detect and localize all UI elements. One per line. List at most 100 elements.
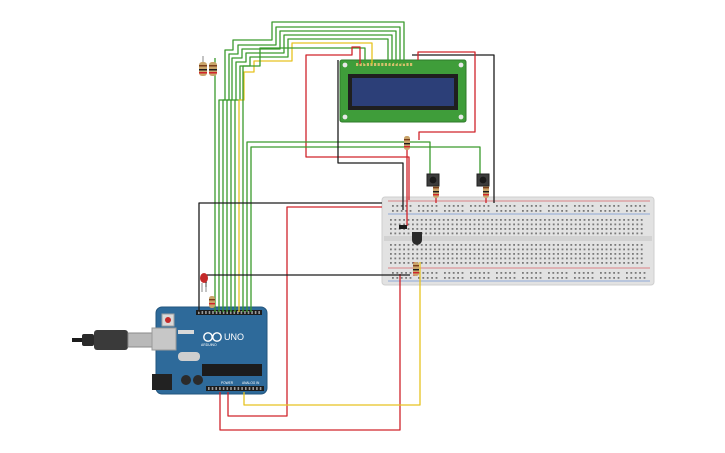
breadboard-hole [530,277,533,279]
resistor-icon[interactable] [199,56,207,76]
breadboard-holes [390,205,646,279]
breadboard-hole [429,244,432,246]
breadboard-hole [416,248,419,251]
wire-green[interactable] [242,47,366,312]
breadboard-hole [605,223,608,226]
breadboard-hole [420,262,423,264]
breadboard-hole [592,262,595,264]
resistor-icon[interactable] [483,184,489,198]
breadboard-hole [486,262,489,264]
breadboard-hole [608,277,611,279]
wire-red[interactable] [417,51,476,140]
wire-black[interactable] [205,274,410,287]
breadboard-hole [504,223,507,226]
breadboard-hole [513,232,515,235]
breadboard-hole [392,277,394,279]
breadboard-hole [623,257,625,260]
breadboard-hole [403,253,405,255]
breadboard-hole [456,253,458,255]
breadboard-hole [456,219,458,221]
breadboard-hole [548,277,550,279]
breadboard-hole [482,248,485,251]
wire-green[interactable] [226,30,397,312]
breadboard-hole [422,272,425,274]
breadboard-hole [600,210,602,212]
breadboard-hole [403,223,405,226]
breadboard-hole [407,262,410,264]
breadboard-hole [392,205,394,207]
breadboard-hole [416,228,419,230]
breadboard-hole [420,248,423,251]
pushbutton-icon[interactable] [426,173,440,187]
breadboard-hole [626,277,628,279]
breadboard-hole [403,257,405,260]
breadboard-hole [535,262,537,264]
breadboard-hole [526,205,529,207]
lcd-display[interactable] [339,59,467,123]
breadboard-hole [548,219,551,221]
breadboard-hole [487,210,490,212]
wire-green[interactable] [250,146,481,312]
breadboard-hole [570,232,573,235]
breadboard-hole [618,257,621,260]
wire-red[interactable] [305,46,361,152]
breadboard-hole [508,244,511,246]
wire-red[interactable] [219,274,401,431]
breadboard-hole [582,272,585,274]
breadboard-hole [442,223,445,226]
wire-green[interactable] [234,38,389,312]
breadboard-hole [548,244,551,246]
breadboard-hole [605,262,608,264]
breadboard-hole [574,272,576,274]
resistor-icon[interactable] [433,184,439,198]
breadboard-hole [618,248,621,251]
header-pin [222,387,225,390]
breadboard-center-channel [384,236,652,241]
breadboard-hole [403,248,405,251]
breadboard-hole [618,219,621,221]
wire-black[interactable] [412,54,495,203]
breadboard-hole [508,228,511,230]
wire-yellow[interactable] [243,262,421,406]
wire-green[interactable] [218,21,405,312]
wire-black[interactable] [198,202,382,312]
breadboard[interactable] [381,196,655,286]
breadboard-hole [530,219,533,221]
wire-red[interactable] [227,206,382,417]
breadboard-hole [561,277,563,279]
wire-green[interactable] [230,34,393,312]
breadboard-hole [486,228,489,230]
lcd-pin [377,63,380,66]
breadboard-hole [610,257,612,260]
breadboard-hole [587,272,589,274]
led-icon[interactable] [200,273,208,292]
resistor-icon[interactable] [413,262,419,276]
breadboard-hole [495,244,498,246]
arduino-uno-board[interactable]: UNO ARDUINO POWER ANALOG IN [72,306,268,395]
resistor-icon[interactable] [209,296,215,308]
breadboard-hole [508,219,511,221]
breadboard-hole [394,248,397,251]
breadboard-hole [634,277,637,279]
breadboard-hole [561,210,563,212]
wire-black[interactable] [337,60,404,210]
resistor-icon[interactable] [404,136,410,150]
resistor-icon[interactable] [209,62,217,76]
breadboard-hole [482,223,485,226]
breadboard-hole [561,253,564,255]
breadboard-hole [517,244,520,246]
breadboard-hole [561,244,564,246]
breadboard-hole [447,253,449,255]
breadboard-hole [522,253,524,255]
breadboard-hole [425,253,427,255]
pushbutton-icon[interactable] [476,173,490,187]
breadboard-hole [618,253,621,255]
header-pin [241,387,243,390]
wire-green[interactable] [222,26,401,312]
breadboard-hole [574,205,576,207]
breadboard-hole [396,277,399,279]
wire-red[interactable] [305,152,410,200]
transistor-icon[interactable] [412,232,422,245]
breadboard-hole [482,262,485,264]
breadboard-hole [591,272,594,274]
